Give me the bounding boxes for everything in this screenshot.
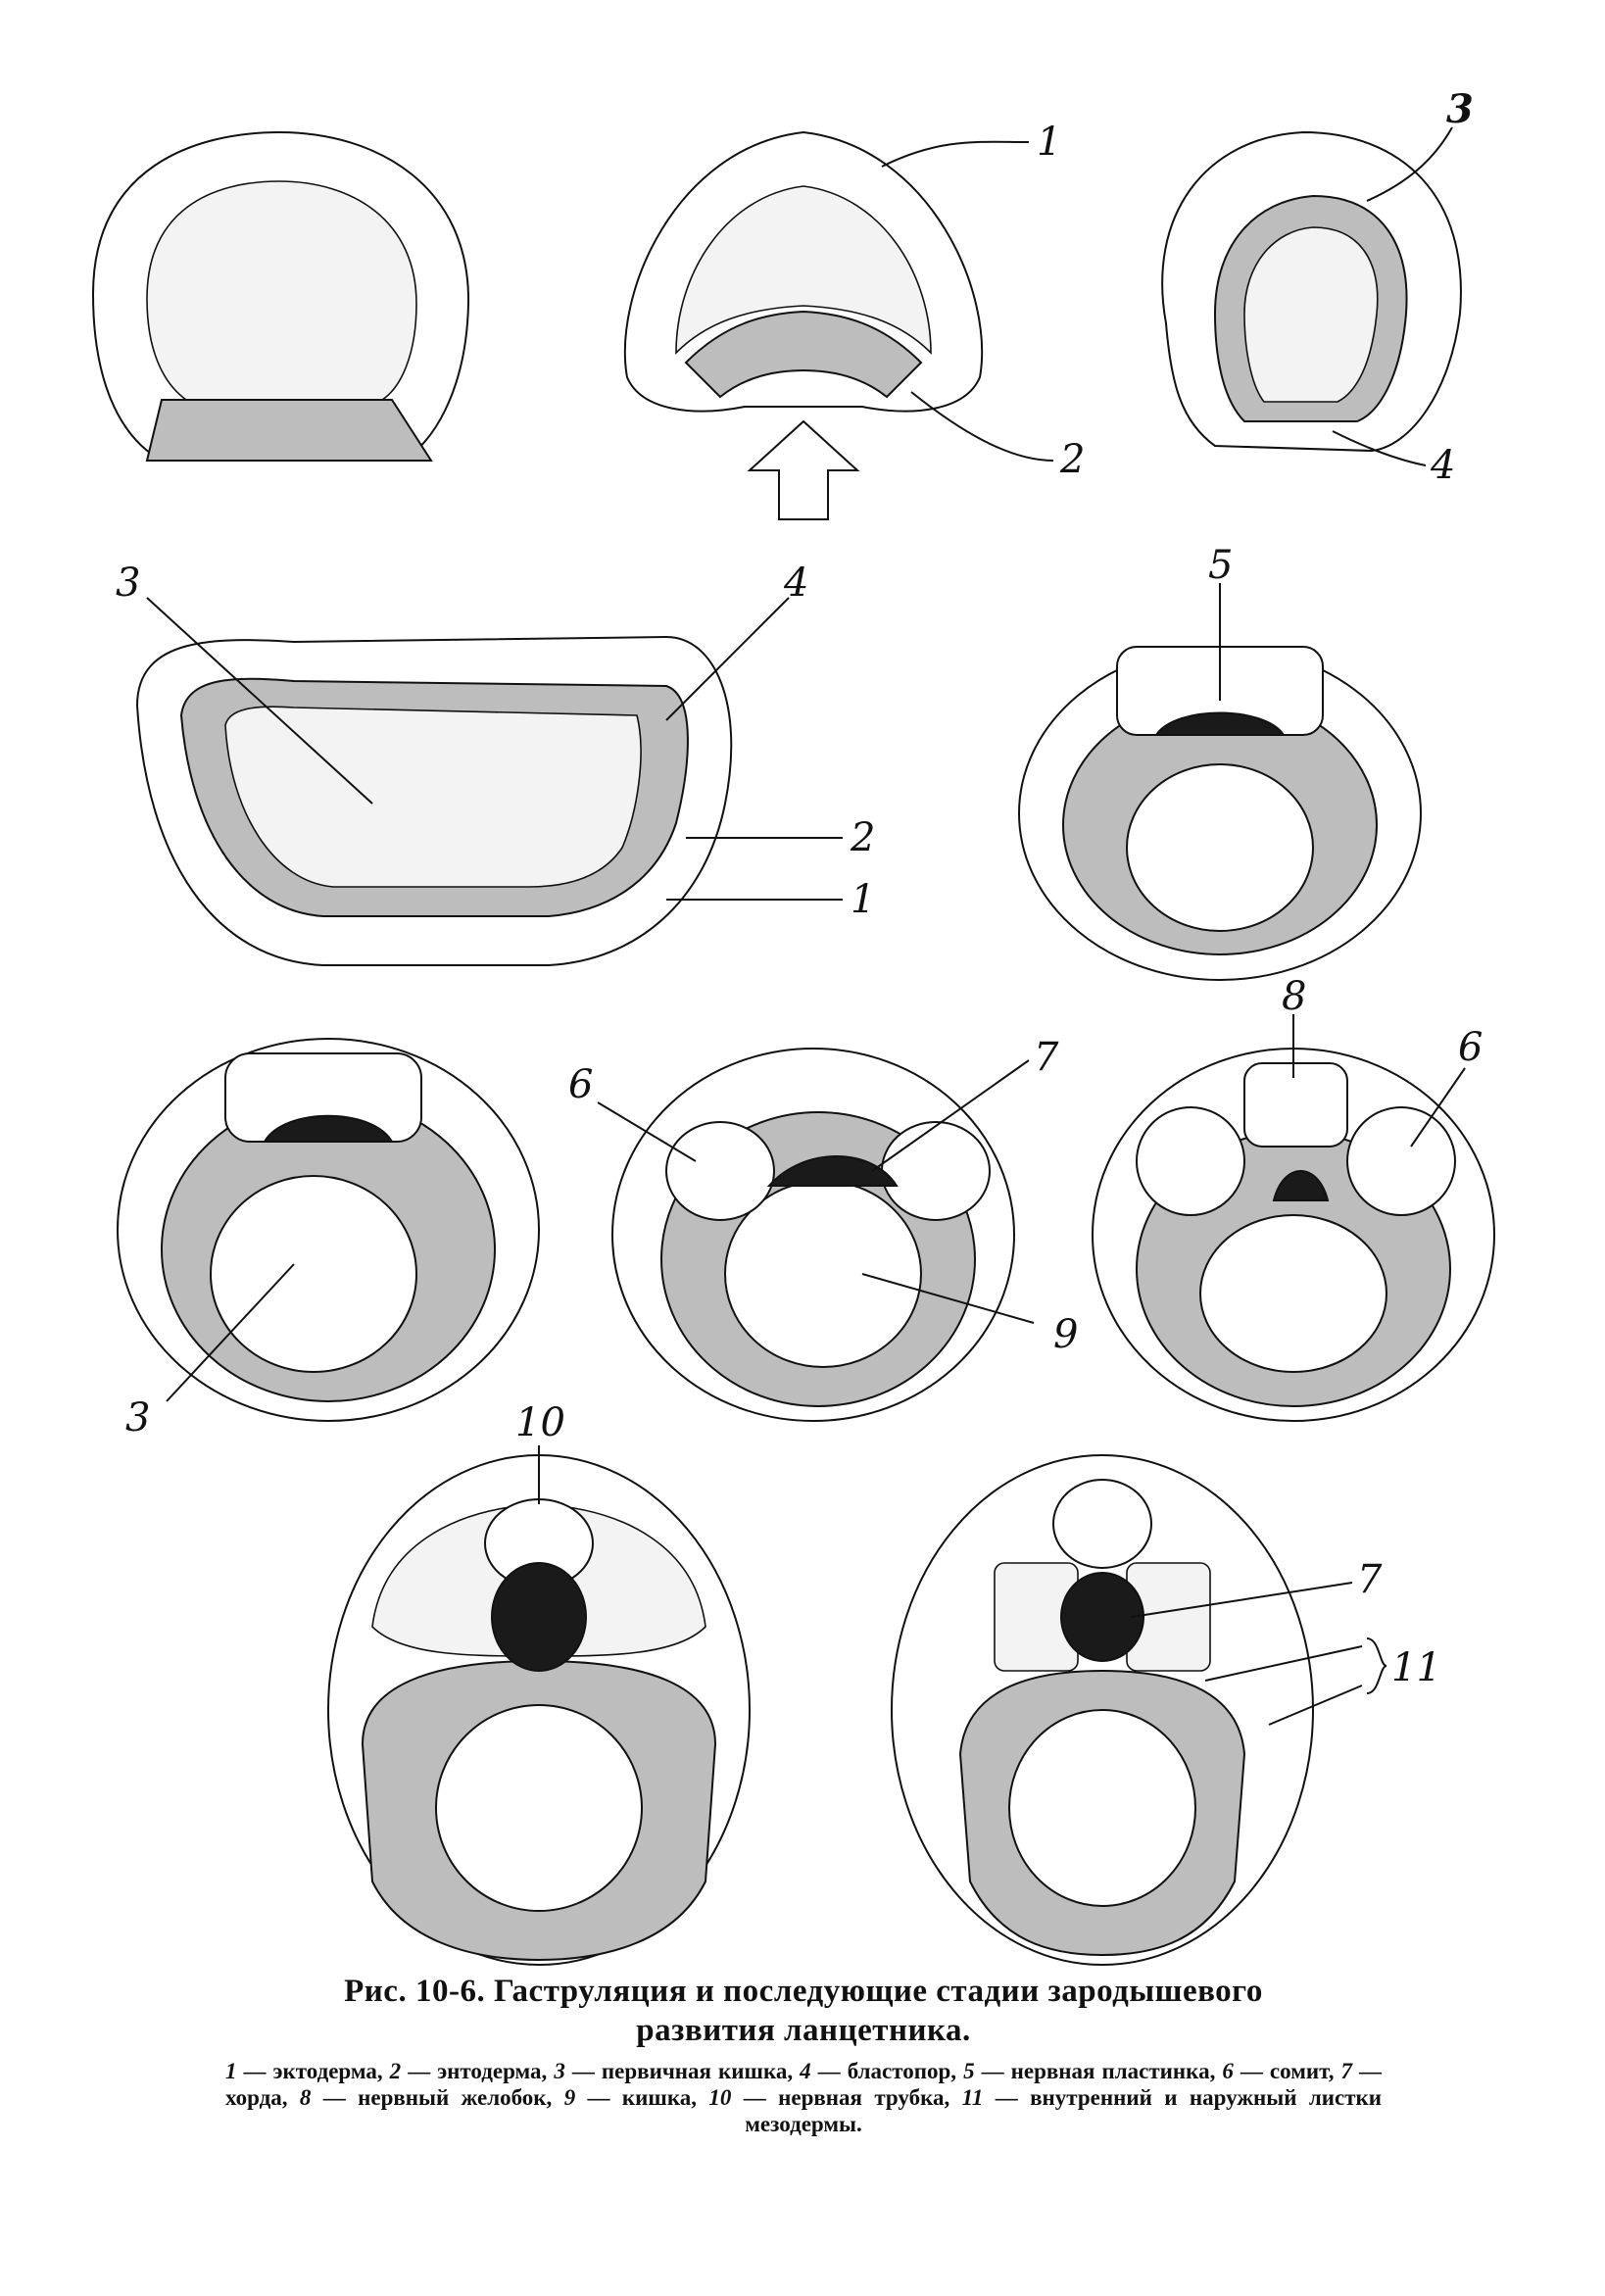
caption-title-line-2: развития ланцетника. — [636, 2013, 971, 2048]
legend-text: — нервная пластинка, — [974, 2059, 1223, 2083]
leader-d-4 — [665, 597, 790, 721]
caption-title-line-1: Рис. 10-6. Гаструляция и последующие ста… — [344, 1974, 1263, 2009]
leader-g-9 — [861, 1273, 1035, 1324]
legend-item: 11 — внутренний и наружный листки мезоде… — [745, 2085, 1382, 2136]
label-b-1: 1 — [1037, 120, 1061, 165]
label-g-9: 9 — [1053, 1312, 1078, 1357]
legend-text: — внутренний и наружный листки мезодермы… — [745, 2085, 1382, 2136]
legend-item: 9 — кишка, — [564, 2085, 709, 2110]
panel-j-mesoderm: 7 11 — [891, 1454, 1441, 1966]
label-j-7: 7 — [1357, 1557, 1383, 1602]
leader-j-11a — [1204, 1645, 1363, 1682]
brace-j-11 — [1366, 1637, 1387, 1694]
legend-text: — кишка, — [575, 2085, 709, 2110]
label-g-7: 7 — [1034, 1035, 1059, 1080]
legend-item: 1 — эктодерма, — [225, 2059, 390, 2083]
label-c-4: 4 — [1430, 443, 1455, 488]
legend-item: 10 — нервная трубка, — [708, 2085, 961, 2110]
legend-text: — нервный желобок, — [311, 2085, 564, 2110]
label-g-6: 6 — [568, 1062, 593, 1107]
legend-text: — хорда, — [225, 2059, 1383, 2110]
arrow-shape — [747, 419, 860, 520]
leader-g-7 — [871, 1059, 1030, 1172]
legend-item: 6 — сомит, — [1222, 2059, 1340, 2083]
label-e-5: 5 — [1208, 543, 1233, 588]
legend-text: — нервная трубка, — [731, 2085, 962, 2110]
panel-g-somites: 6 7 9 — [568, 1035, 1078, 1422]
panel-d-lateral-section: 3 4 2 1 — [116, 561, 875, 966]
legend-item: 7 — хорда, — [225, 2059, 1382, 2110]
leader-f-3 — [166, 1263, 295, 1402]
panel-h-neural-groove: 8 6 — [1092, 974, 1495, 1422]
legend-num: 4 — [800, 2059, 811, 2083]
legend-item: 4 — бластопор, — [800, 2059, 963, 2083]
figure-caption: Рис. 10-6. Гаструляция и последующие ста… — [225, 1972, 1382, 2137]
label-h-6: 6 — [1458, 1025, 1483, 1070]
label-d-2: 2 — [850, 815, 875, 860]
panel-i-neural-tube: 10 — [327, 1400, 751, 1966]
leader-b-1 — [881, 140, 1030, 168]
label-i-10: 10 — [515, 1400, 565, 1445]
legend-num: 2 — [389, 2059, 402, 2083]
label-b-2: 2 — [1059, 437, 1085, 482]
legend-num: 8 — [299, 2085, 312, 2110]
leader-h-6 — [1410, 1067, 1466, 1148]
panel-f-section: 3 — [117, 1038, 540, 1441]
label-c-3: 3 — [1446, 86, 1474, 132]
label-j-11: 11 — [1391, 1645, 1441, 1690]
legend-num: 9 — [563, 2085, 576, 2110]
label-h-8: 8 — [1282, 974, 1306, 1019]
label-d-3: 3 — [116, 561, 140, 606]
leader-c-4 — [1332, 430, 1427, 466]
leader-j-11b — [1268, 1685, 1363, 1726]
panel-a-blastula — [91, 130, 470, 462]
legend-num: 11 — [961, 2085, 984, 2110]
caption-title: Рис. 10-6. Гаструляция и последующие ста… — [225, 1972, 1382, 2050]
legend-text: — первичная кишка, — [564, 2059, 801, 2083]
leader-j-7 — [1131, 1582, 1353, 1618]
legend-text: — эктодерма, — [236, 2059, 390, 2083]
legend-num: 6 — [1222, 2059, 1234, 2083]
legend-text: — сомит, — [1233, 2059, 1341, 2083]
legend-item: 5 — нервная пластинка, — [963, 2059, 1222, 2083]
label-d-4: 4 — [783, 561, 808, 606]
legend-num: 10 — [708, 2085, 732, 2110]
legend-num: 3 — [554, 2059, 565, 2083]
panel-e-neural-plate: 5 — [1018, 543, 1422, 981]
legend-num: 7 — [1340, 2059, 1352, 2083]
legend-item: 2 — энтодерма, — [390, 2059, 555, 2083]
legend-num: 5 — [963, 2059, 975, 2083]
legend-num: 1 — [225, 2059, 237, 2083]
label-f-3: 3 — [125, 1395, 150, 1441]
panel-c-late-gastrula: 3 4 — [1161, 86, 1474, 488]
leader-d-3 — [146, 597, 373, 805]
caption-legend: 1 — эктодерма, 2 — энтодерма, 3 — первич… — [225, 2058, 1382, 2137]
label-d-1: 1 — [851, 877, 875, 922]
leader-c-3 — [1366, 126, 1453, 202]
legend-item: 8 — нервный желобок, — [300, 2085, 564, 2110]
legend-text: — бластопор, — [810, 2059, 964, 2083]
legend-item: 3 — первичная кишка, — [554, 2059, 800, 2083]
leader-b-2 — [910, 391, 1054, 462]
legend-text: — энтодерма, — [401, 2059, 555, 2083]
leader-g-6 — [597, 1101, 697, 1162]
panel-b-early-gastrula: 1 2 — [623, 120, 1085, 520]
